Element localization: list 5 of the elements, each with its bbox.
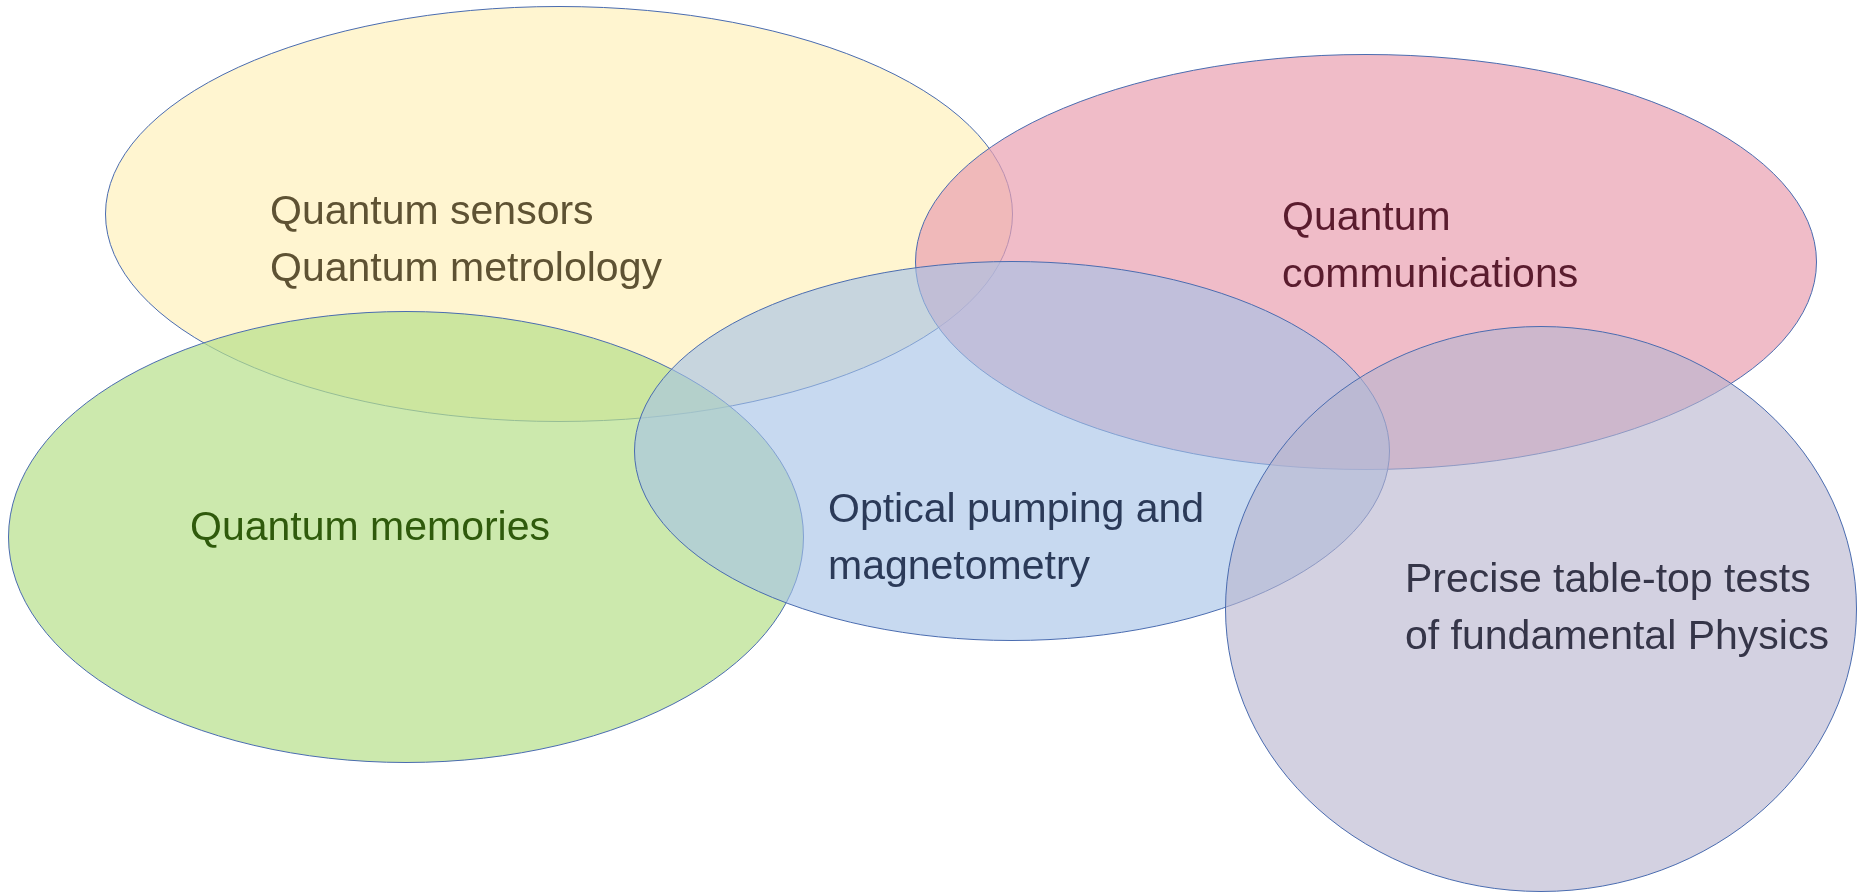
ellipse-label: Quantum communications <box>1282 192 1580 298</box>
ellipse-label: Optical pumping and magnetometry <box>828 484 1206 590</box>
ellipse-label: Precise table-top tests of fundamental Physics <box>1405 554 1830 660</box>
ellipse-label: Quantum memories <box>190 502 551 551</box>
ellipse-label: Quantum sensors Quantum metrolology <box>270 186 663 292</box>
